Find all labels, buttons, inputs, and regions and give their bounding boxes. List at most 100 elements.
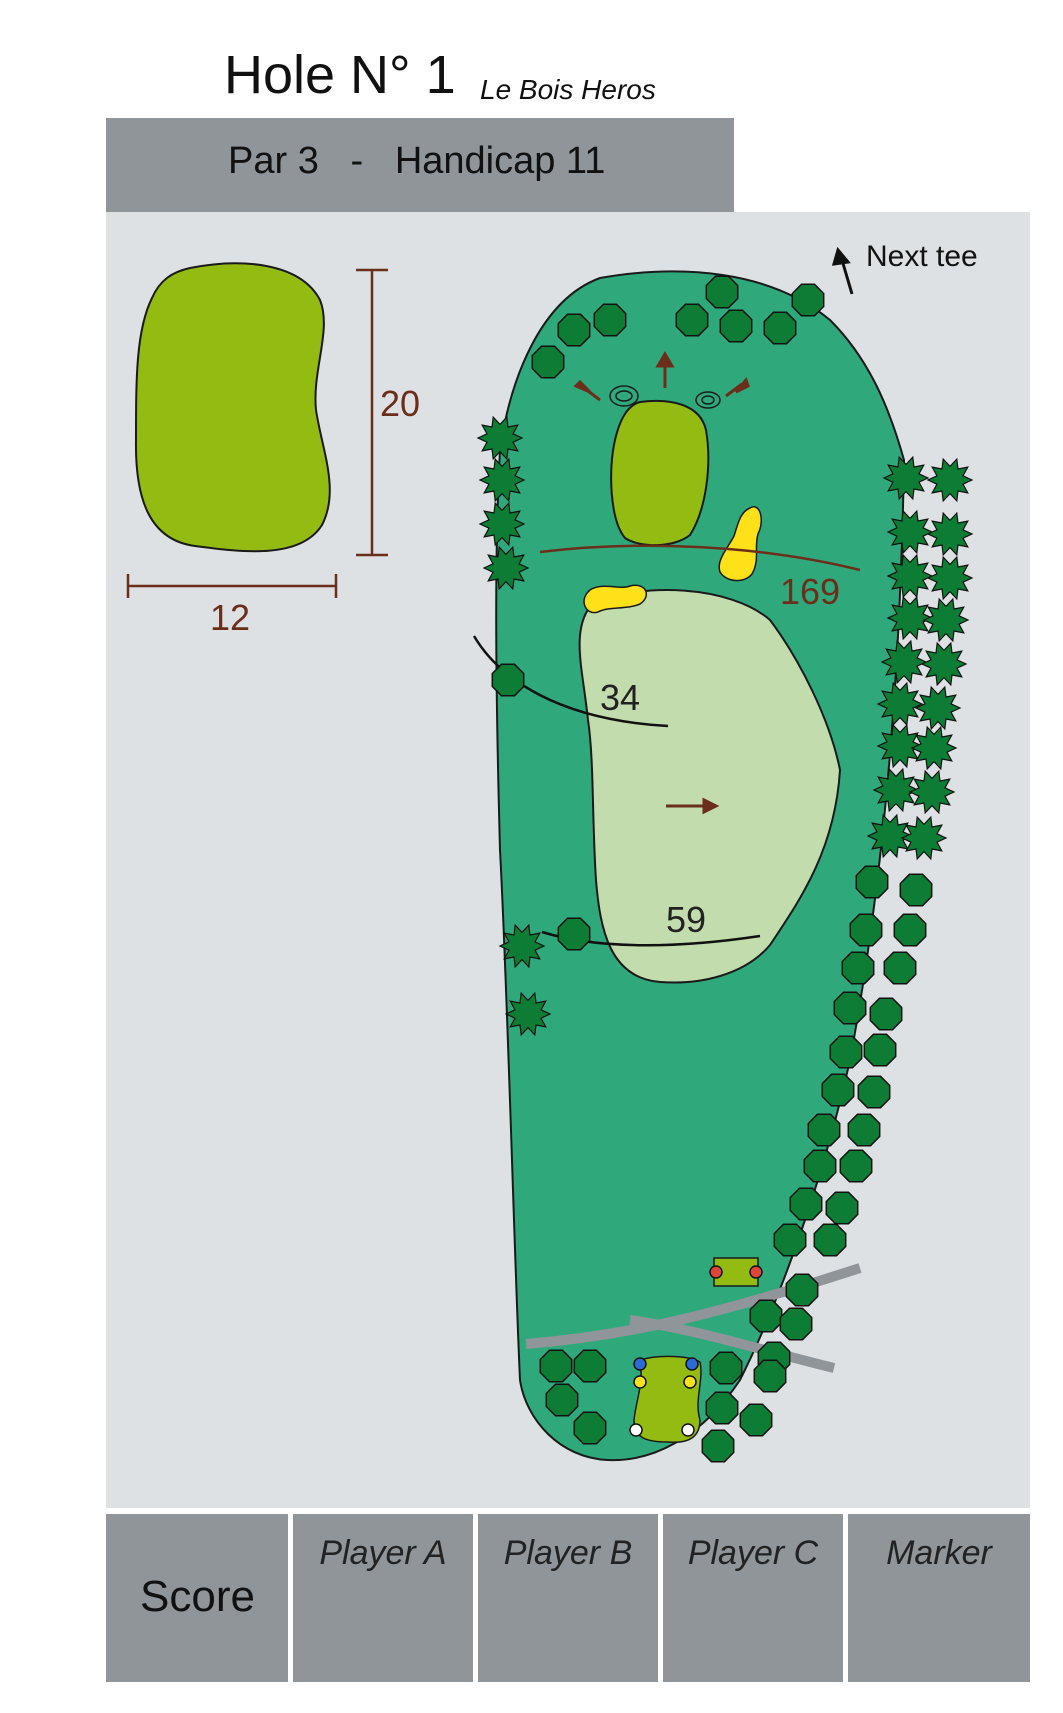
- spiky-tree-icon: [866, 813, 914, 859]
- score-label: Score: [140, 1572, 255, 1621]
- spiky-tree-icon: [922, 597, 970, 643]
- score-table: Score Player A Player B Player C Marker: [106, 1514, 1030, 1682]
- next-tee-label: Next tee: [866, 240, 978, 273]
- round-tree-icon: [847, 1113, 881, 1147]
- round-tree-icon: [807, 1113, 841, 1147]
- score-header-cell: Score: [106, 1514, 288, 1682]
- spiky-tree-icon: [478, 501, 526, 547]
- direction-arrow-icon: [573, 351, 750, 815]
- spiky-tree-icon: [886, 509, 934, 555]
- spiky-tree-icon: [876, 681, 924, 727]
- white-tee-marker: [681, 1423, 695, 1437]
- round-tree-icon: [675, 303, 709, 337]
- width-dimension: [126, 574, 338, 598]
- spiky-tree-icon: [910, 725, 958, 771]
- bunker-right: [718, 506, 762, 582]
- spiky-tree-icon: [900, 815, 948, 861]
- round-tree-icon: [531, 345, 565, 379]
- spiky-tree-icon: [926, 555, 974, 601]
- spiky-tree-icon: [908, 769, 956, 815]
- rough-area: [578, 589, 842, 984]
- width-label: 12: [210, 597, 250, 638]
- round-tree-icon: [857, 1075, 891, 1109]
- round-tree-icon: [719, 309, 753, 343]
- spiky-tree-icon: [504, 991, 552, 1037]
- distance-line-169: [539, 544, 861, 572]
- red-tee-marker: [749, 1265, 763, 1279]
- round-tree-icon: [749, 1299, 783, 1333]
- round-tree-icon: [869, 997, 903, 1031]
- round-tree-icon: [803, 1149, 837, 1183]
- player-b-column[interactable]: Player B: [478, 1514, 658, 1682]
- round-tree-icon: [839, 1149, 873, 1183]
- yellow-tee-marker: [633, 1375, 647, 1389]
- par-handicap-text: Par 3 - Handicap 11: [228, 140, 606, 182]
- player-a-column[interactable]: Player A: [293, 1514, 473, 1682]
- distance-label-59: 59: [666, 899, 706, 940]
- round-tree-icon: [813, 1223, 847, 1257]
- round-tree-icon: [791, 283, 825, 317]
- spiky-tree-icon: [876, 723, 924, 769]
- spiky-tree-icon: [926, 511, 974, 557]
- round-tree-icon: [593, 303, 627, 337]
- spiky-tree-icon: [886, 595, 934, 641]
- round-tree-icon: [789, 1187, 823, 1221]
- round-tree-icon: [701, 1429, 735, 1463]
- marker-column[interactable]: Marker: [848, 1514, 1030, 1682]
- round-tree-icon: [863, 1033, 897, 1067]
- spiky-tree-icon: [886, 553, 934, 599]
- round-tree-icon: [557, 313, 591, 347]
- round-tree-icon: [573, 1411, 607, 1445]
- round-tree-icon: [821, 1073, 855, 1107]
- depth-label: 20: [380, 383, 420, 424]
- spiky-tree-icon: [872, 767, 920, 813]
- round-tree-icon: [709, 1351, 743, 1385]
- distance-line-34: [472, 635, 669, 728]
- trees-layer: [476, 275, 974, 1463]
- spiky-tree-icon: [482, 545, 530, 591]
- hole-title: Hole N° 1: [224, 45, 456, 105]
- round-tree-icon: [763, 311, 797, 345]
- mound-contour-icon: [609, 385, 721, 409]
- round-tree-icon: [491, 663, 525, 697]
- distance-label-34: 34: [600, 677, 640, 718]
- round-tree-icon: [539, 1349, 573, 1383]
- blue-tee-marker: [685, 1357, 699, 1371]
- spiky-tree-icon: [498, 923, 546, 969]
- marker-label: Marker: [886, 1534, 992, 1572]
- round-tree-icon: [545, 1383, 579, 1417]
- red-tee-marker: [709, 1265, 723, 1279]
- spiky-tree-icon: [914, 685, 962, 731]
- hole-green: [610, 399, 710, 547]
- round-tree-icon: [739, 1403, 773, 1437]
- course-name: Le Bois Heros: [480, 74, 656, 105]
- player-c-column[interactable]: Player C: [663, 1514, 843, 1682]
- yellow-tee-marker: [683, 1375, 697, 1389]
- spiky-tree-icon: [478, 457, 526, 503]
- round-tree-icon: [899, 873, 933, 907]
- round-tree-icon: [855, 865, 889, 899]
- round-tree-icon: [573, 1349, 607, 1383]
- round-tree-icon: [753, 1359, 787, 1393]
- par-bar: [106, 118, 734, 212]
- round-tree-icon: [833, 991, 867, 1025]
- round-tree-icon: [841, 951, 875, 985]
- round-tree-icon: [883, 951, 917, 985]
- round-tree-icon: [829, 1035, 863, 1069]
- round-tree-icon: [849, 913, 883, 947]
- depth-dimension: [356, 268, 388, 557]
- round-tree-icon: [779, 1307, 813, 1341]
- round-tree-icon: [705, 275, 739, 309]
- round-tree-icon: [773, 1223, 807, 1257]
- player-c-label: Player C: [687, 1534, 819, 1572]
- next-tee-arrow-icon: [831, 246, 854, 295]
- white-tee-marker: [629, 1423, 643, 1437]
- round-tree-icon: [557, 917, 591, 951]
- round-tree-icon: [893, 913, 927, 947]
- player-a-label: Player A: [319, 1534, 447, 1572]
- spiky-tree-icon: [880, 639, 928, 685]
- player-b-label: Player B: [503, 1534, 633, 1572]
- round-tree-icon: [825, 1191, 859, 1225]
